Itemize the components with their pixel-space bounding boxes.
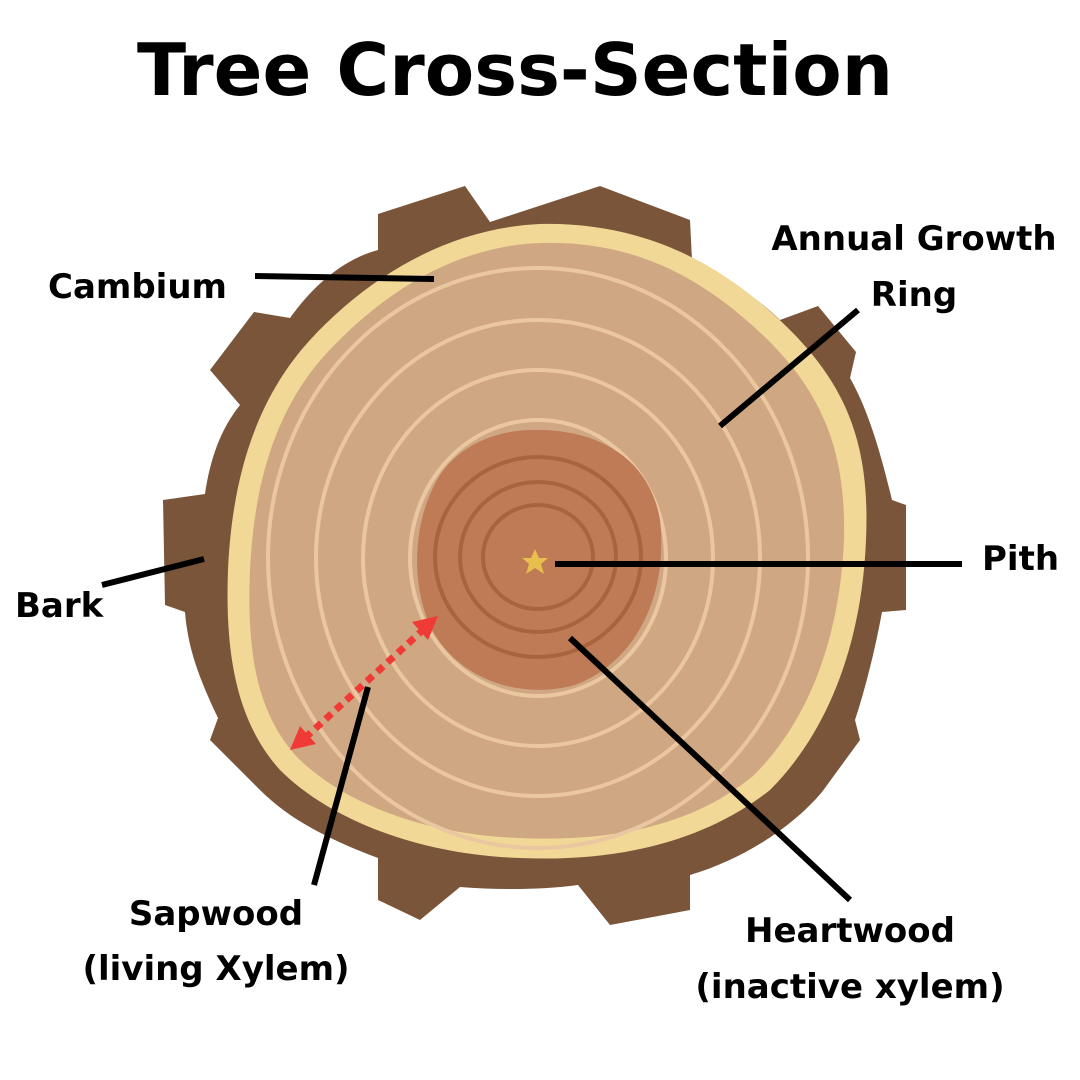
label-cambium: Cambium (48, 267, 227, 307)
growth-ring (408, 418, 668, 698)
growth-ring (361, 368, 715, 748)
annual-growth-rings (266, 266, 810, 850)
diagram-title: Tree Cross-Section (136, 28, 894, 112)
leader-bark (101, 556, 205, 588)
heartwood-rings (433, 455, 643, 659)
label-pith: Pith (982, 539, 1059, 579)
leader-heartwood (567, 635, 853, 903)
label-bark: Bark (15, 586, 105, 626)
label-annual-ring-line1: Annual Growth (771, 219, 1056, 259)
label-heartwood-line2: (inactive xylem) (695, 967, 1004, 1007)
leader-cambium (254, 273, 435, 282)
label-sapwood-line2: (living Xylem) (82, 949, 349, 989)
sapwood-width-arrow (290, 616, 438, 750)
label-sapwood-line1: Sapwood (129, 894, 303, 934)
heartwood-ring (458, 480, 618, 634)
arrow-head-outer (290, 726, 316, 750)
leader-sapwood (311, 686, 371, 886)
arrow-head-inner (412, 616, 438, 640)
heartwood-ring (433, 455, 643, 659)
label-heartwood-line1: Heartwood (745, 911, 955, 951)
leader-annual-ring (718, 307, 860, 429)
label-annual-ring-line2: Ring (871, 275, 957, 315)
growth-ring (314, 318, 762, 798)
growth-ring (266, 266, 810, 850)
pith-star-icon (522, 549, 548, 574)
heartwood-ring (481, 503, 595, 611)
